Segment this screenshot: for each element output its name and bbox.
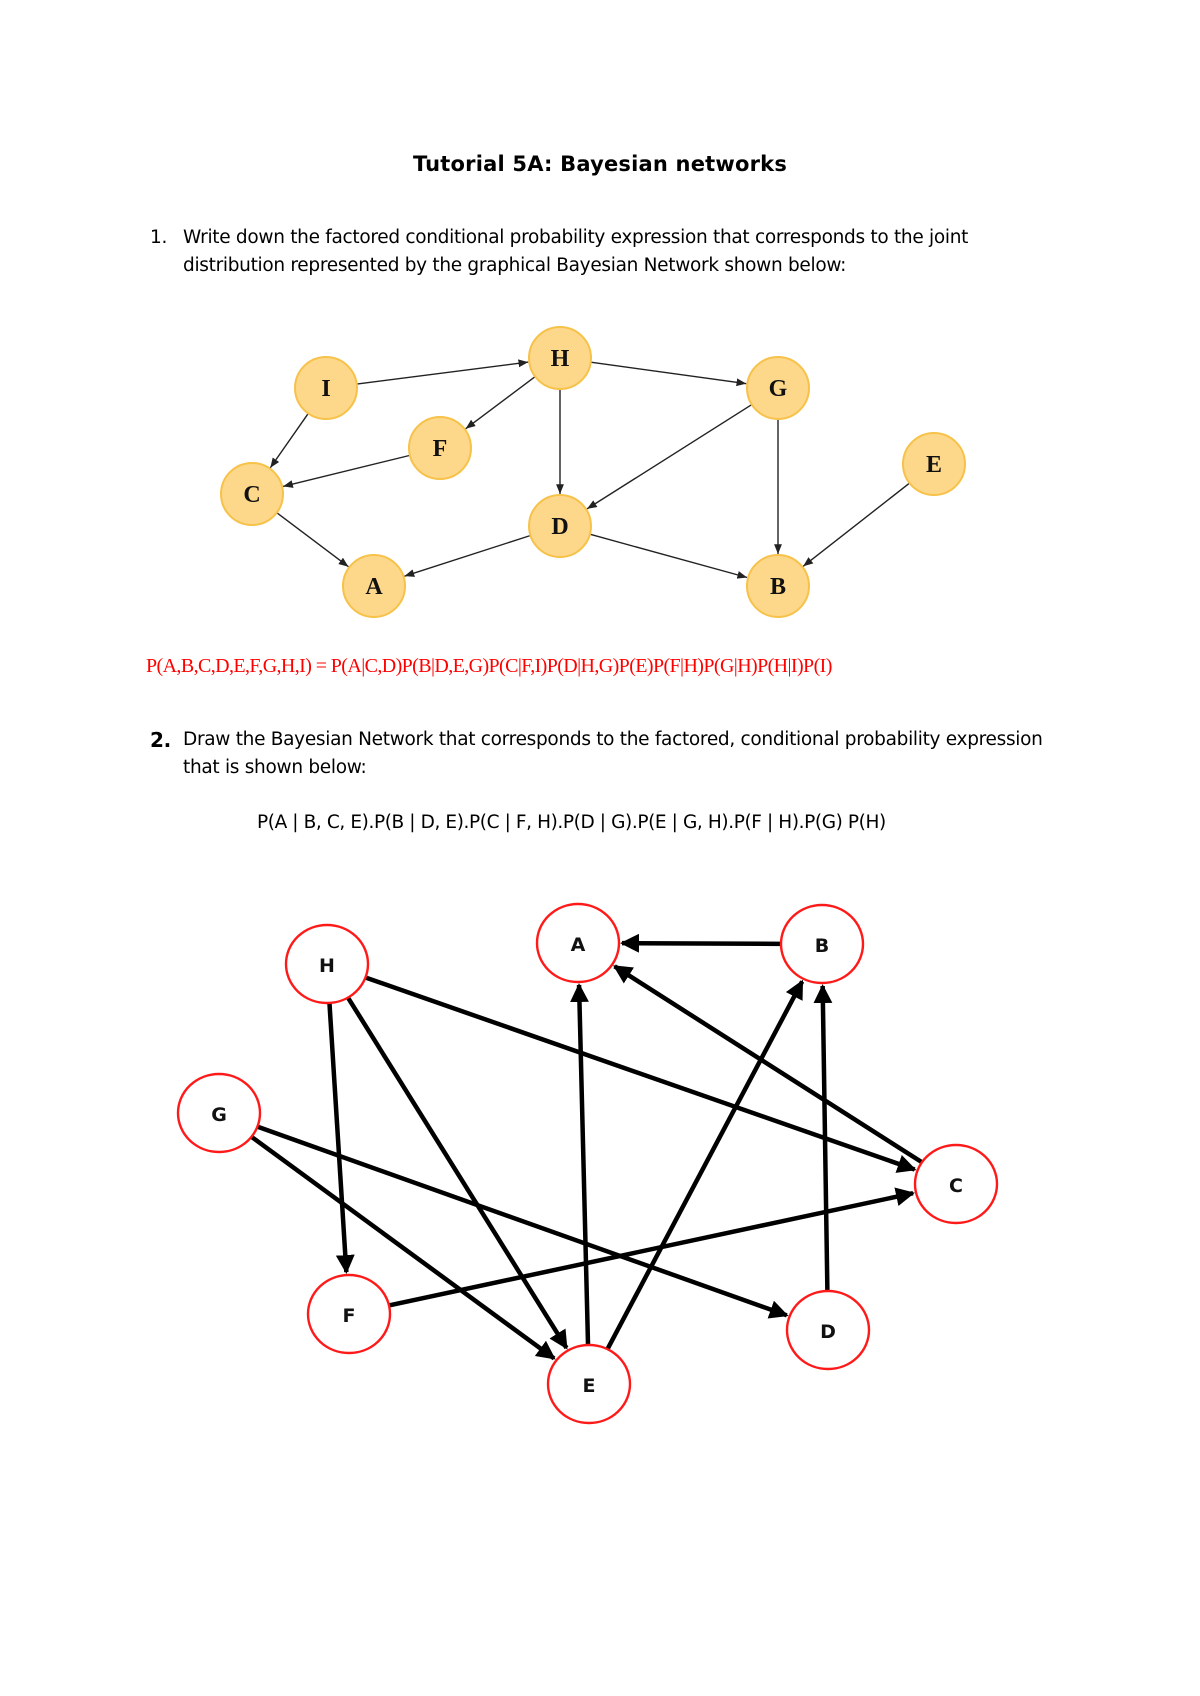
edge-e-to-a bbox=[570, 983, 591, 1346]
node-ellipse bbox=[176, 1072, 262, 1154]
node-circle bbox=[342, 554, 406, 618]
node-label: E bbox=[583, 1375, 596, 1397]
node-e: E bbox=[902, 432, 966, 496]
question-1: 1. Write down the factored conditional p… bbox=[150, 224, 1070, 280]
node-a: A bbox=[535, 902, 621, 984]
node-circle bbox=[528, 326, 592, 390]
node-ellipse bbox=[779, 903, 865, 985]
question-2-text: Draw the Bayesian Network that correspon… bbox=[183, 729, 1043, 778]
node-label: H bbox=[319, 955, 335, 977]
node-label: E bbox=[926, 452, 942, 478]
node-e: E bbox=[546, 1343, 632, 1425]
node-circle bbox=[746, 554, 810, 618]
node-circle bbox=[294, 356, 358, 420]
node-label: G bbox=[211, 1104, 227, 1126]
node-f: F bbox=[306, 1273, 392, 1355]
node-circle bbox=[528, 494, 592, 558]
node-label: B bbox=[815, 935, 829, 957]
edge-f-to-c bbox=[282, 454, 411, 488]
node-c: C bbox=[220, 462, 284, 526]
node-d: D bbox=[528, 494, 592, 558]
node-f: F bbox=[408, 416, 472, 480]
question-1-text: Write down the factored conditional prob… bbox=[183, 227, 969, 276]
node-a: A bbox=[342, 554, 406, 618]
edge-c-to-a bbox=[612, 964, 924, 1165]
edge-d-to-b bbox=[589, 533, 748, 579]
node-label: B bbox=[770, 574, 786, 600]
bayesian-network-2: H A B G C F D E bbox=[176, 902, 999, 1425]
edge-h-to-f bbox=[327, 1002, 355, 1274]
node-ellipse bbox=[284, 923, 370, 1005]
edge-f-to-c bbox=[388, 1187, 915, 1308]
edge-c-to-a bbox=[276, 512, 349, 568]
edge-g-to-d bbox=[586, 403, 753, 510]
answer-1-expression: P(A,B,C,D,E,F,G,H,I) = P(A|C,D)P(B|D,E,G… bbox=[146, 655, 832, 677]
edge-i-to-c bbox=[269, 413, 309, 469]
node-label: F bbox=[343, 1305, 356, 1327]
node-b: B bbox=[779, 903, 865, 985]
node-b: B bbox=[746, 554, 810, 618]
node-label: A bbox=[365, 574, 383, 600]
node-circle bbox=[408, 416, 472, 480]
question-2-expression: P(A | B, C, E).P(B | D, E).P(C | F, H).P… bbox=[257, 812, 886, 833]
node-label: G bbox=[769, 376, 788, 402]
node-label: D bbox=[551, 514, 568, 540]
edge-b-to-a bbox=[620, 933, 782, 953]
node-h: H bbox=[284, 923, 370, 1005]
edge-h-to-c bbox=[364, 975, 917, 1173]
node-label: H bbox=[551, 346, 570, 372]
node-label: A bbox=[571, 934, 586, 956]
node-g: G bbox=[176, 1072, 262, 1154]
node-label: C bbox=[243, 482, 260, 508]
node-circle bbox=[220, 462, 284, 526]
node-label: I bbox=[321, 376, 330, 402]
edge-h-to-g bbox=[590, 361, 747, 387]
node-c: C bbox=[913, 1143, 999, 1225]
node-circle bbox=[902, 432, 966, 496]
edge-g-to-e bbox=[250, 1134, 556, 1361]
node-ellipse bbox=[306, 1273, 392, 1355]
node-ellipse bbox=[785, 1289, 871, 1371]
page-title: Tutorial 5A: Bayesian networks bbox=[412, 152, 788, 176]
edge-h-to-e bbox=[346, 996, 569, 1350]
node-ellipse bbox=[535, 902, 621, 984]
question-2: 2. Draw the Bayesian Network that corres… bbox=[150, 726, 1070, 782]
question-2-number: 2. bbox=[150, 728, 171, 752]
node-ellipse bbox=[546, 1343, 632, 1425]
bayesian-network-1: I H G F E C D A B bbox=[220, 326, 966, 618]
edge-g-to-d bbox=[256, 1124, 789, 1319]
node-ellipse bbox=[913, 1143, 999, 1225]
edge-e-to-b bbox=[605, 979, 805, 1351]
node-label: D bbox=[820, 1321, 836, 1343]
node-i: I bbox=[294, 356, 358, 420]
node-circle bbox=[746, 356, 810, 420]
edge-d-to-a bbox=[404, 534, 531, 577]
question-1-number: 1. bbox=[150, 227, 168, 248]
edge-e-to-b bbox=[802, 482, 911, 567]
node-h: H bbox=[528, 326, 592, 390]
node-label: C bbox=[949, 1175, 963, 1197]
node-d: D bbox=[785, 1289, 871, 1371]
edge-i-to-h bbox=[356, 359, 529, 385]
edge-h-to-f bbox=[465, 376, 536, 430]
node-label: F bbox=[433, 436, 448, 462]
node-g: G bbox=[746, 356, 810, 420]
